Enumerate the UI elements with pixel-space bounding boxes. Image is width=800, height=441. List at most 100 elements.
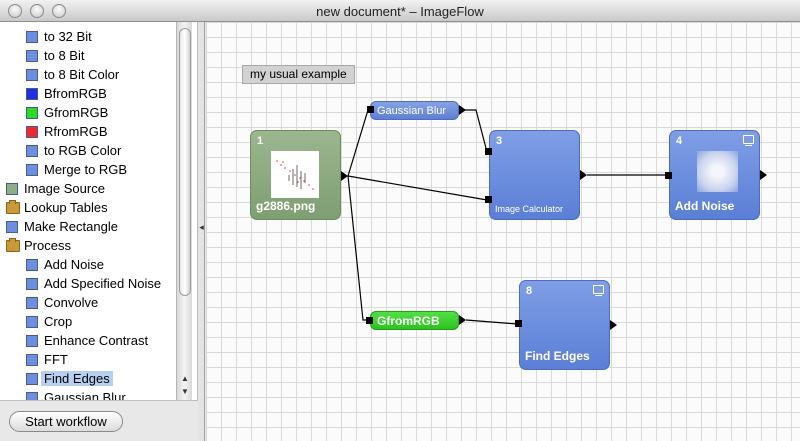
operation-icon: [26, 334, 38, 347]
scrollbar-thumb[interactable]: [179, 28, 191, 296]
close-window-button[interactable]: [8, 4, 22, 18]
tree-item-label: GfromRGB: [44, 105, 109, 120]
noise-thumbnail: [697, 151, 738, 192]
output-port[interactable]: [610, 320, 617, 330]
output-port[interactable]: [459, 315, 466, 325]
find-edges-node[interactable]: 8 Find Edges: [519, 280, 610, 370]
tree-item[interactable]: Process: [6, 236, 71, 255]
tree-item-label: Gaussian Blur: [44, 390, 126, 400]
tree-item-label: BfromRGB: [44, 86, 107, 101]
scroll-down-arrow-icon[interactable]: ▼: [181, 387, 189, 396]
operation-icon: [26, 87, 38, 100]
tree-item-label: Image Source: [24, 181, 105, 196]
input-port[interactable]: [485, 148, 492, 155]
node-number: 3: [496, 135, 503, 147]
tree-item-label: Enhance Contrast: [44, 333, 149, 348]
tree-item[interactable]: to 8 Bit: [26, 46, 84, 65]
tree-item-label: Make Rectangle: [24, 219, 118, 234]
connections-layer: [347, 109, 667, 325]
operation-icon: [26, 315, 38, 328]
tree-item[interactable]: FFT: [26, 350, 68, 369]
tree-item[interactable]: to 8 Bit Color: [26, 65, 119, 84]
tree-item[interactable]: Image Source: [6, 179, 105, 198]
tree-item[interactable]: Enhance Contrast: [26, 331, 148, 350]
panel-splitter[interactable]: ◂: [198, 22, 205, 441]
scroll-up-arrow-icon[interactable]: ▲: [181, 374, 189, 383]
gaussian-blur-node[interactable]: Gaussian Blur: [370, 101, 459, 120]
tree-item-label: Add Noise: [44, 257, 104, 272]
tree-item[interactable]: Find Edges: [26, 369, 113, 388]
tree-item-label: Lookup Tables: [24, 200, 108, 215]
tree-item[interactable]: Convolve: [26, 293, 98, 312]
node-label: Find Edges: [525, 349, 590, 363]
operation-icon: [26, 30, 38, 43]
sidebar-scrollbar[interactable]: ▲ ▼: [176, 22, 192, 400]
node-label: Add Noise: [675, 199, 735, 213]
connection-source-to-gaussian: [347, 109, 370, 177]
node-label: Image Calculator: [495, 204, 564, 214]
display-icon[interactable]: [743, 135, 754, 146]
tree-item-label: RfromRGB: [44, 124, 108, 139]
tree-item[interactable]: to RGB Color: [26, 141, 121, 160]
window-title: new document* – ImageFlow: [316, 4, 484, 19]
input-port[interactable]: [367, 106, 374, 113]
input-port[interactable]: [485, 196, 492, 203]
tree-item-label: FFT: [44, 352, 68, 367]
output-port[interactable]: [760, 170, 767, 180]
connection-source-to-gfrom: [347, 175, 370, 321]
operation-icon: [26, 125, 38, 138]
input-port[interactable]: [366, 317, 373, 324]
image-source-node[interactable]: 1 g2886.png: [250, 130, 341, 220]
input-port[interactable]: [515, 320, 522, 327]
tree-item[interactable]: Add Noise: [26, 255, 104, 274]
node-number: 8: [526, 285, 533, 297]
workflow-canvas[interactable]: my usual example 1 g2886.png Gaussian Bl…: [206, 22, 800, 441]
tree-item-label: to 8 Bit Color: [44, 67, 120, 82]
folder-icon: [6, 199, 20, 214]
chevron-left-icon[interactable]: ◂: [199, 222, 204, 232]
output-port[interactable]: [459, 105, 466, 115]
tree-item[interactable]: Gaussian Blur: [26, 388, 126, 400]
tree-item[interactable]: Add Specified Noise: [26, 274, 161, 293]
node-label: g2886.png: [256, 199, 316, 213]
tree-item[interactable]: Crop: [26, 312, 72, 331]
output-port[interactable]: [341, 171, 348, 181]
operation-icon: [26, 106, 38, 119]
operation-icon: [26, 391, 38, 400]
operation-icon: [26, 353, 38, 366]
tree-item-label: Merge to RGB: [44, 162, 128, 177]
tree-item[interactable]: Make Rectangle: [6, 217, 118, 236]
tree-item[interactable]: RfromRGB: [26, 122, 108, 141]
node-number: 4: [676, 135, 683, 147]
gfromrgb-node[interactable]: GfromRGB: [370, 311, 459, 330]
tree-item[interactable]: Lookup Tables: [6, 198, 108, 217]
output-port[interactable]: [580, 170, 587, 180]
operation-icon: [26, 49, 38, 62]
zoom-window-button[interactable]: [52, 4, 66, 18]
operation-icon: [26, 372, 38, 385]
tree-item[interactable]: GfromRGB: [26, 103, 108, 122]
input-port[interactable]: [665, 172, 672, 179]
tree-item-label: Add Specified Noise: [44, 276, 162, 291]
operation-icon: [6, 220, 18, 233]
comment-label[interactable]: my usual example: [242, 65, 355, 84]
display-icon[interactable]: [593, 285, 604, 296]
minimize-window-button[interactable]: [30, 4, 44, 18]
connection-source-to-calc: [347, 175, 488, 201]
tree-item-label: to 32 Bit: [44, 29, 92, 44]
tree-item[interactable]: Merge to RGB: [26, 160, 127, 179]
node-number: 1: [257, 135, 264, 147]
tree-item[interactable]: to 32 Bit: [26, 27, 92, 46]
add-noise-node[interactable]: 4 Add Noise: [669, 130, 760, 220]
connection-gfrom-to-edges: [465, 319, 518, 325]
window-titlebar: new document* – ImageFlow: [0, 0, 800, 22]
tree-item-label: Crop: [44, 314, 73, 329]
operation-icon: [26, 258, 38, 271]
operation-icon: [26, 68, 38, 81]
start-workflow-button[interactable]: Start workflow: [9, 411, 123, 432]
tree-item-label: Process: [24, 238, 71, 253]
tree-item[interactable]: BfromRGB: [26, 84, 107, 103]
image-thumbnail: [271, 151, 319, 198]
image-calculator-node[interactable]: 3 Image Calculator: [489, 130, 580, 220]
